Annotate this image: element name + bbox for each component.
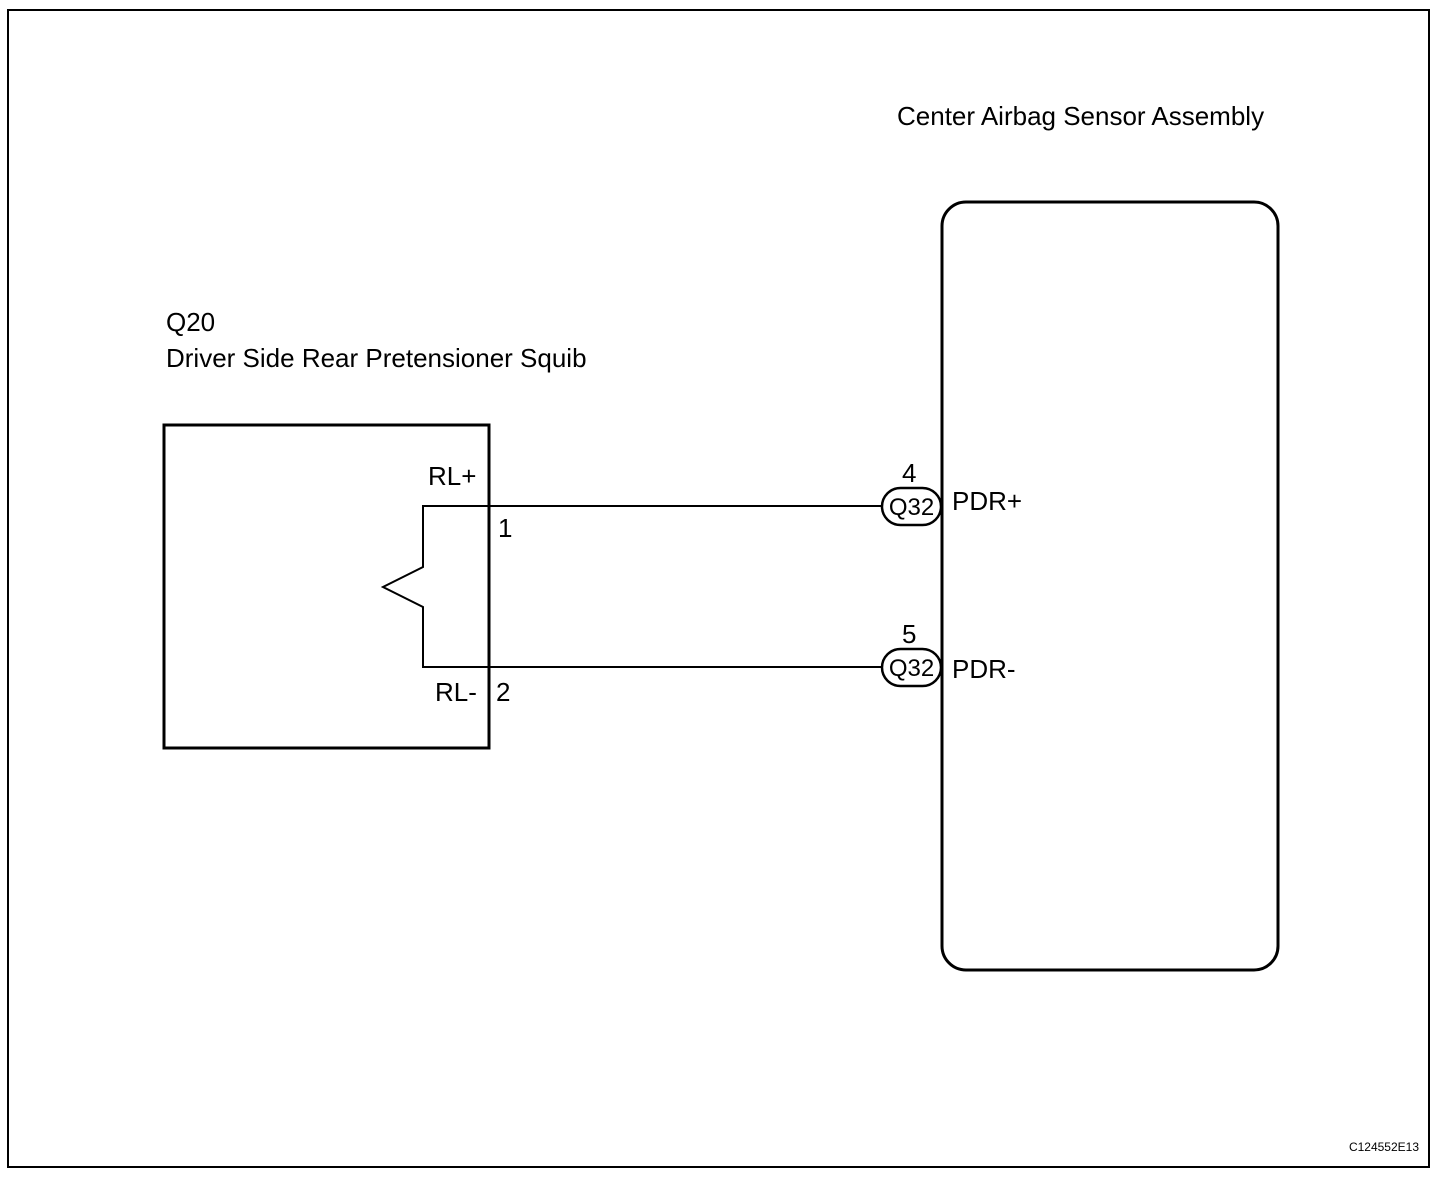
sensor-assembly-title: Center Airbag Sensor Assembly (897, 101, 1264, 131)
squib-pin-number-2: 2 (496, 677, 510, 707)
sensor-pin-label-pdr-plus: PDR+ (952, 486, 1022, 516)
connector-pin-number-4: 4 (902, 458, 916, 488)
connector-capsule-pin-5 (880, 647, 943, 688)
connector-code-pin-4: Q32 (889, 494, 934, 521)
squib-box (162, 423, 491, 750)
diagram-frame (7, 9, 1430, 1168)
connector-code-pin-5: Q32 (889, 655, 934, 682)
sensor-pin-label-pdr-minus: PDR- (952, 654, 1016, 684)
figure-code: C124552E13 (1349, 1140, 1419, 1154)
squib-code: Q20 (166, 307, 215, 337)
squib-pin-label-rl-plus: RL+ (428, 461, 476, 491)
connector-capsule-pin-4 (880, 486, 943, 527)
squib-name: Driver Side Rear Pretensioner Squib (166, 343, 587, 373)
squib-element-symbol (380, 505, 489, 668)
sensor-assembly-box (940, 200, 1280, 972)
squib-pin-number-1: 1 (498, 513, 512, 543)
squib-pin-label-rl-minus: RL- (435, 677, 477, 707)
connector-pin-number-5: 5 (902, 619, 916, 649)
